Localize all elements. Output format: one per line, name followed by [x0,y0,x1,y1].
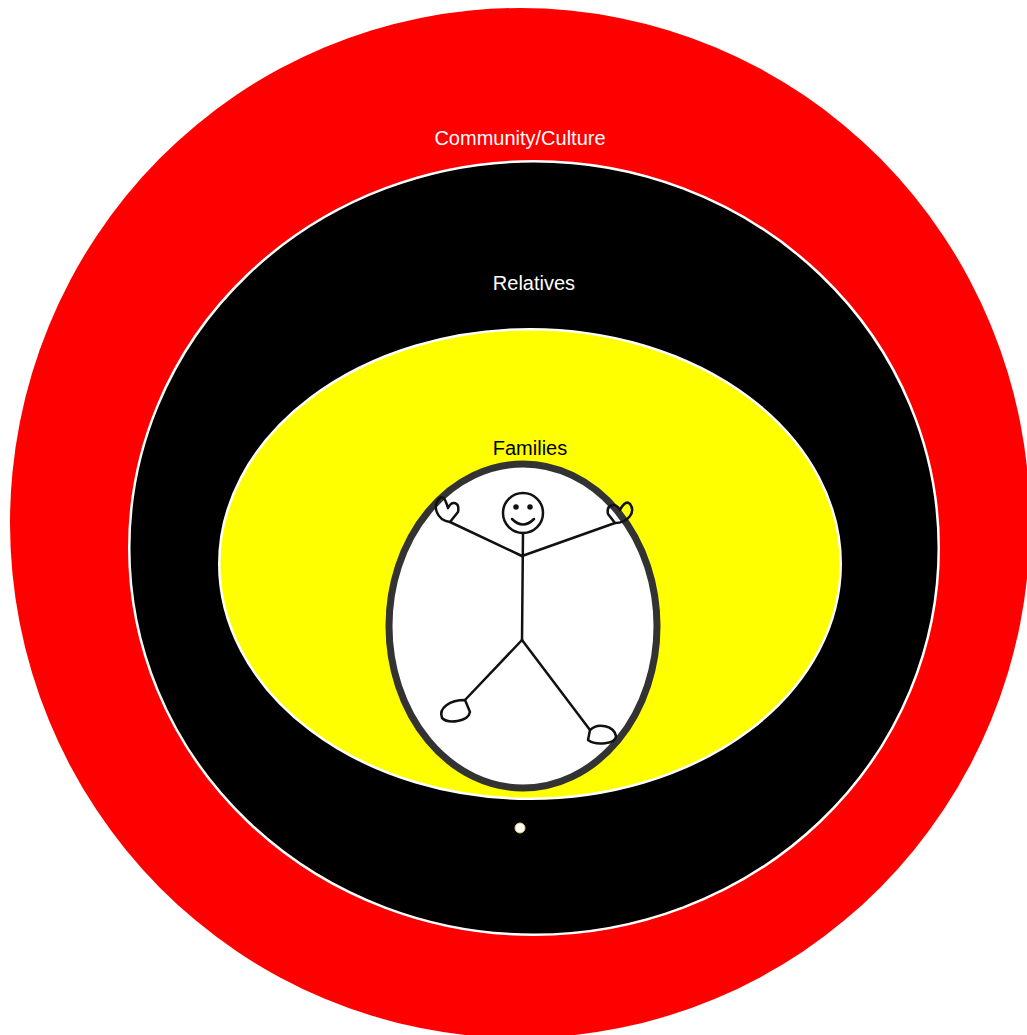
stick-figure [436,493,632,743]
node-label: Relatives [128,271,940,295]
node-ellipse [219,329,841,799]
child-oval [389,464,657,788]
node-ellipse [10,8,1027,1035]
node-label: Families [218,436,842,460]
small-dot [515,823,525,833]
node-label: Community/Culture [10,126,1027,150]
